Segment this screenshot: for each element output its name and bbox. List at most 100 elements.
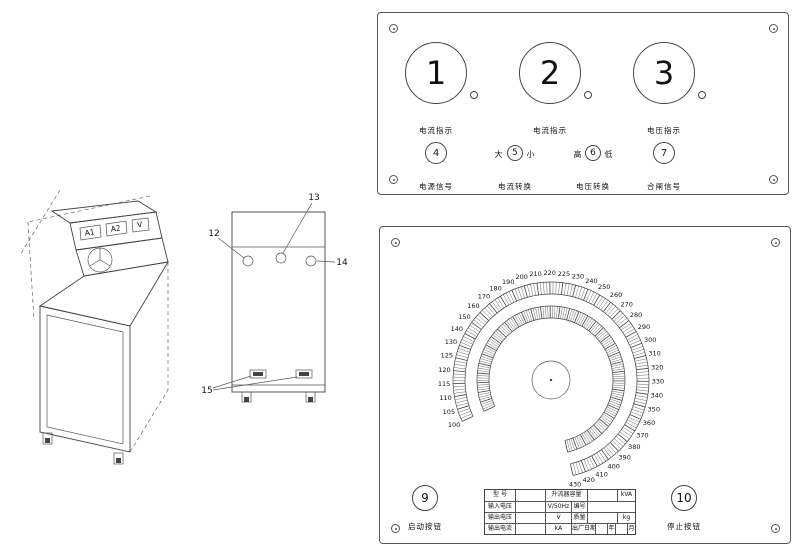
nameplate-field: [515, 513, 545, 523]
dial-scale-label: 370: [636, 432, 648, 440]
meter-3-label: 电压指示: [647, 126, 681, 135]
nameplate-label: 编号: [571, 502, 587, 512]
terminal-blocks: [249, 369, 313, 379]
nameplate-label: 年: [607, 524, 615, 534]
closing-signal-lamp: 7: [653, 142, 675, 164]
dial-scale-label: 240: [585, 277, 597, 285]
meter-v-box: [131, 217, 150, 233]
dial-scale-label: 220: [544, 269, 556, 277]
dial-scale-label: 320: [651, 363, 663, 371]
screw-icon: [771, 524, 780, 533]
dial-scale-label: 140: [451, 325, 463, 333]
meter-adjuster-icon: [470, 91, 478, 99]
callout-annotations: 12 13 14 15: [201, 193, 348, 396]
dial-scale-label: 225: [558, 270, 570, 278]
stop-button-label: 停止按钮: [667, 522, 701, 531]
meter-a2-box: [105, 220, 128, 237]
meter-a1-box: [79, 224, 102, 241]
nameplate-label: 质量: [571, 513, 587, 523]
dial-center-dot: [549, 378, 553, 382]
nameplate-label: 月: [627, 524, 635, 534]
screw-icon: [389, 175, 398, 184]
dial-scale-label: 210: [529, 270, 541, 278]
current-switch-right-label: 小: [526, 150, 536, 159]
control-number: 4: [432, 147, 440, 159]
dial-scale-label: 290: [638, 323, 650, 331]
dial-scale-label: 310: [648, 349, 660, 357]
dial-scale-label: 410: [595, 470, 607, 478]
dial-scale-label: 400: [607, 463, 619, 471]
stop-button: 10: [671, 485, 697, 511]
start-button: 9: [412, 485, 438, 511]
cabinet-drawing: A1 A2 V: [19, 189, 348, 465]
construction-dashed-lines: [19, 189, 151, 321]
nameplate-label: 输出电压: [487, 514, 512, 521]
nameplate-field: [515, 502, 545, 512]
indicator-panel: 1 电流指示 2 电流指示 3 电压指示 4 电源信号 大 5 小 电流转换 高…: [377, 12, 789, 195]
dial-scale-label: 190: [502, 278, 514, 286]
voltage-switch-left-label: 高: [573, 150, 583, 159]
dial-scale-label: 170: [478, 293, 490, 301]
meter-2-label: 电流指示: [533, 126, 567, 135]
nameplate-label: V/50Hz: [545, 502, 571, 512]
dial-scale-label: 125: [441, 352, 453, 360]
dial-scale-label: 380: [628, 443, 640, 451]
dial-scale-label: 100: [448, 421, 460, 429]
handwheel-icon: [87, 247, 113, 273]
current-switch-label: 电流转换: [498, 182, 532, 191]
dial-scale-label: 230: [572, 272, 584, 280]
nameplate-field: [515, 524, 545, 534]
dial-scale-label: 105: [443, 408, 455, 416]
dial-scale-label: 390: [618, 454, 630, 462]
meter-adjuster-icon: [698, 91, 706, 99]
nameplate-label: 输入电压: [487, 503, 512, 510]
meter-number: 2: [539, 54, 561, 92]
dial-scale-label: 300: [644, 336, 656, 344]
nameplate-label: V: [545, 513, 571, 523]
button-number: 10: [676, 491, 692, 505]
start-button-label: 启动按钮: [408, 522, 442, 531]
dial-scale-label: 260: [610, 291, 622, 299]
side-knob-middle: [275, 252, 287, 264]
control-number: 5: [512, 148, 518, 158]
screw-icon: [391, 238, 400, 247]
screw-icon: [769, 175, 778, 184]
cabinet-feet: [42, 432, 124, 465]
control-number: 6: [590, 148, 596, 158]
screw-icon: [771, 238, 780, 247]
dial-scale-label: 150: [458, 313, 470, 321]
ammeter-1-dial: 1: [405, 42, 467, 104]
screw-icon: [391, 524, 400, 533]
side-knob-left: [242, 255, 254, 267]
dial-scale-label: 250: [598, 283, 610, 291]
nameplate-field: [595, 524, 607, 534]
power-signal-label: 电源信号: [419, 182, 453, 191]
dial-scale-label: 340: [651, 392, 663, 400]
voltage-switch: 6: [585, 145, 601, 161]
side-knob-right: [305, 255, 317, 267]
closing-signal-label: 合闸信号: [647, 182, 681, 191]
nameplate-label: kVA: [617, 490, 635, 501]
dial-scale-label: 115: [438, 380, 450, 388]
meter-v-label: V: [136, 220, 143, 230]
voltage-switch-label: 电压转换: [576, 182, 610, 191]
side-view-feet: [241, 391, 316, 403]
callout-13: 13: [308, 193, 319, 203]
meter-number: 3: [653, 54, 675, 92]
front-door: [46, 314, 124, 445]
callout-14: 14: [336, 258, 348, 268]
dial-scale-label: 430: [569, 480, 581, 488]
meter-1-label: 电流指示: [419, 126, 453, 135]
dial-scale-label: 280: [630, 311, 642, 319]
control-number: 7: [660, 147, 668, 159]
current-switch: 5: [507, 145, 523, 161]
nameplate-label: 升流器容量: [545, 490, 587, 501]
dial-scale-label: 160: [467, 302, 479, 310]
isometric-cabinet: A1 A2 V: [38, 200, 169, 465]
side-view: [231, 211, 326, 403]
dial-scale-label: 180: [489, 284, 501, 292]
dial-scale-label: 270: [621, 300, 633, 308]
screw-icon: [769, 24, 778, 33]
dial-scale-label: 420: [582, 476, 594, 484]
